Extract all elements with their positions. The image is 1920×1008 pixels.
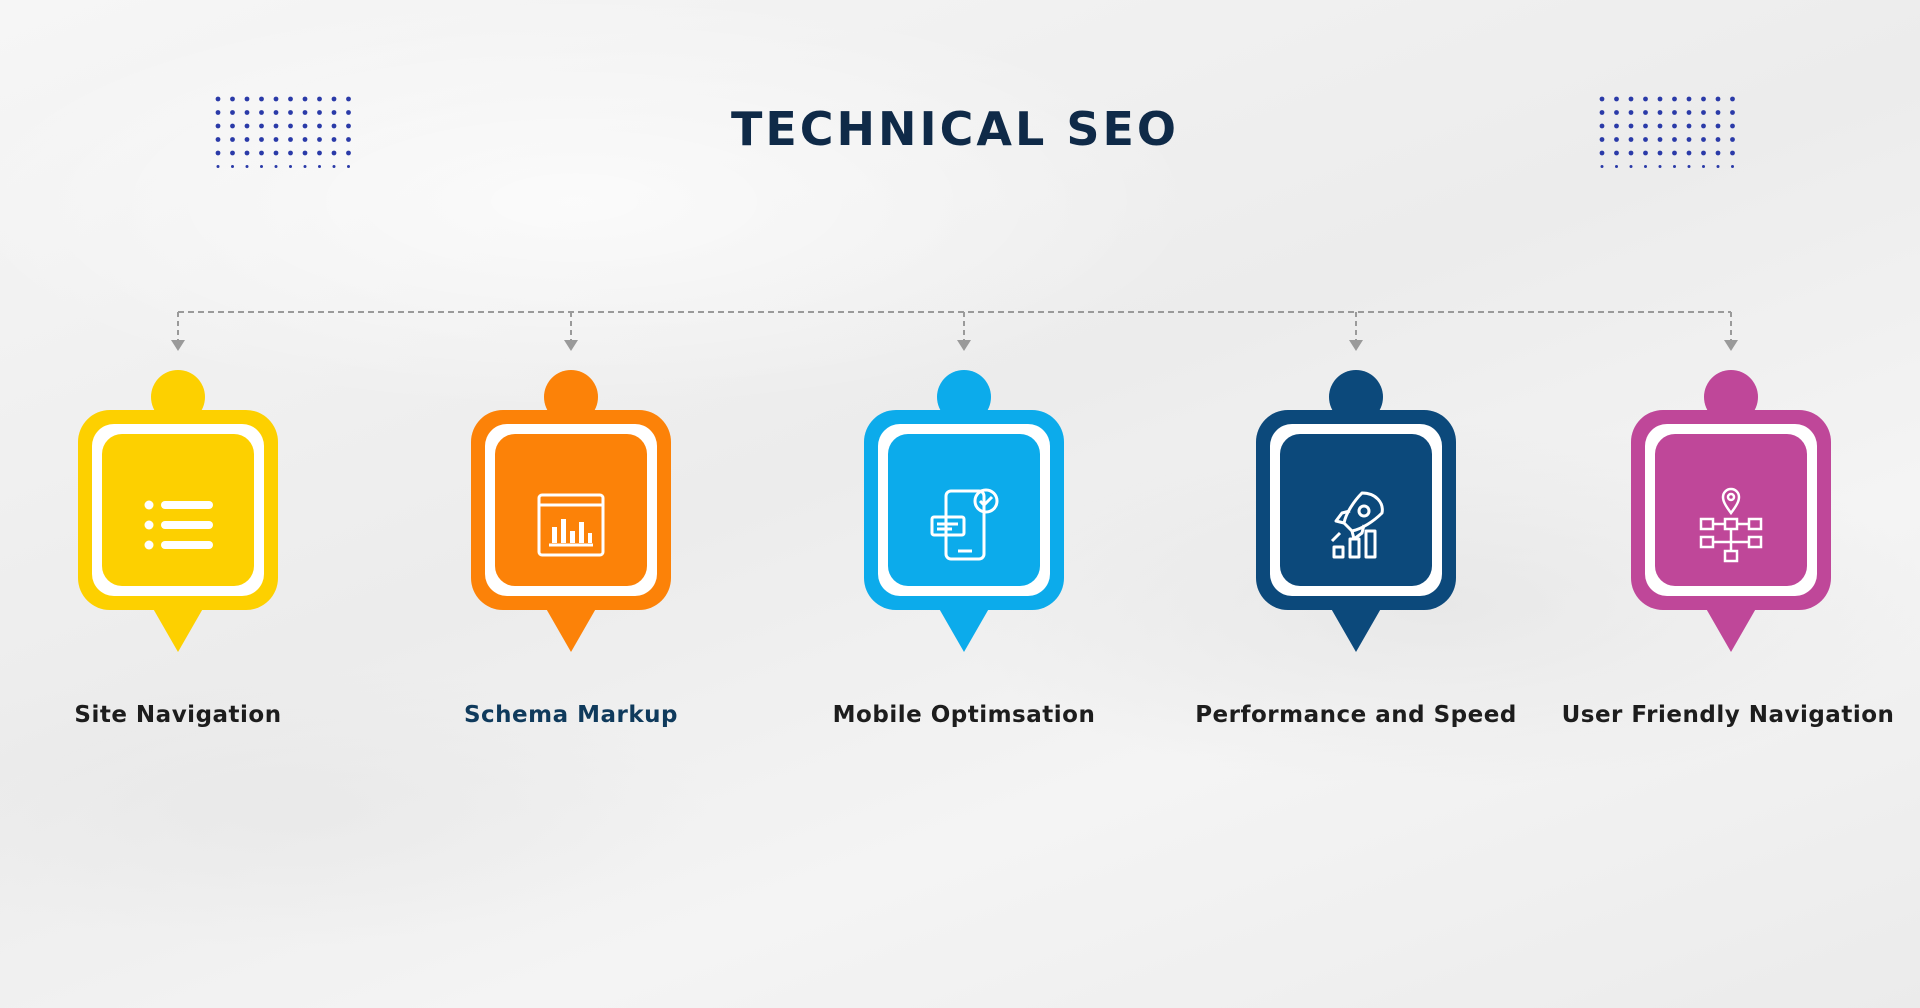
connector-lines	[171, 311, 1738, 351]
connector-arrow-4	[1349, 312, 1363, 351]
pin-badge	[1631, 370, 1831, 652]
sitemap-location-icon	[1699, 487, 1763, 563]
pin-badge	[864, 370, 1064, 652]
bar-chart-window-icon	[537, 493, 605, 557]
dot-grid-decoration-left	[215, 96, 351, 168]
pin-badge	[1256, 370, 1456, 652]
connector-arrow-5	[1724, 312, 1738, 351]
connector-arrow-1	[171, 312, 185, 351]
item-label-site-navigation: Site Navigation	[74, 702, 282, 728]
item-label-schema-markup: Schema Markup	[463, 702, 679, 728]
item-site-navigation	[73, 370, 283, 655]
item-performance-and-speed	[1251, 370, 1461, 655]
item-label-user-friendly-navigation: User Friendly Navigation	[1561, 702, 1895, 728]
connector-arrow-2	[564, 312, 578, 351]
list-icon	[144, 500, 213, 550]
item-label-mobile-optimsation: Mobile Optimsation	[832, 702, 1096, 728]
pin-badge	[471, 370, 671, 652]
dot-grid-decoration-right	[1599, 96, 1735, 168]
item-schema-markup	[466, 370, 676, 655]
item-user-friendly-navigation	[1626, 370, 1836, 655]
rocket-growth-icon	[1330, 491, 1384, 559]
pin-badge	[78, 370, 278, 652]
mobile-check-icon	[930, 488, 999, 561]
page-title: TECHNICAL SEO	[730, 102, 1179, 156]
item-mobile-optimsation	[859, 370, 1069, 655]
connector-arrow-3	[957, 312, 971, 351]
item-label-performance-and-speed: Performance and Speed	[1195, 702, 1517, 728]
